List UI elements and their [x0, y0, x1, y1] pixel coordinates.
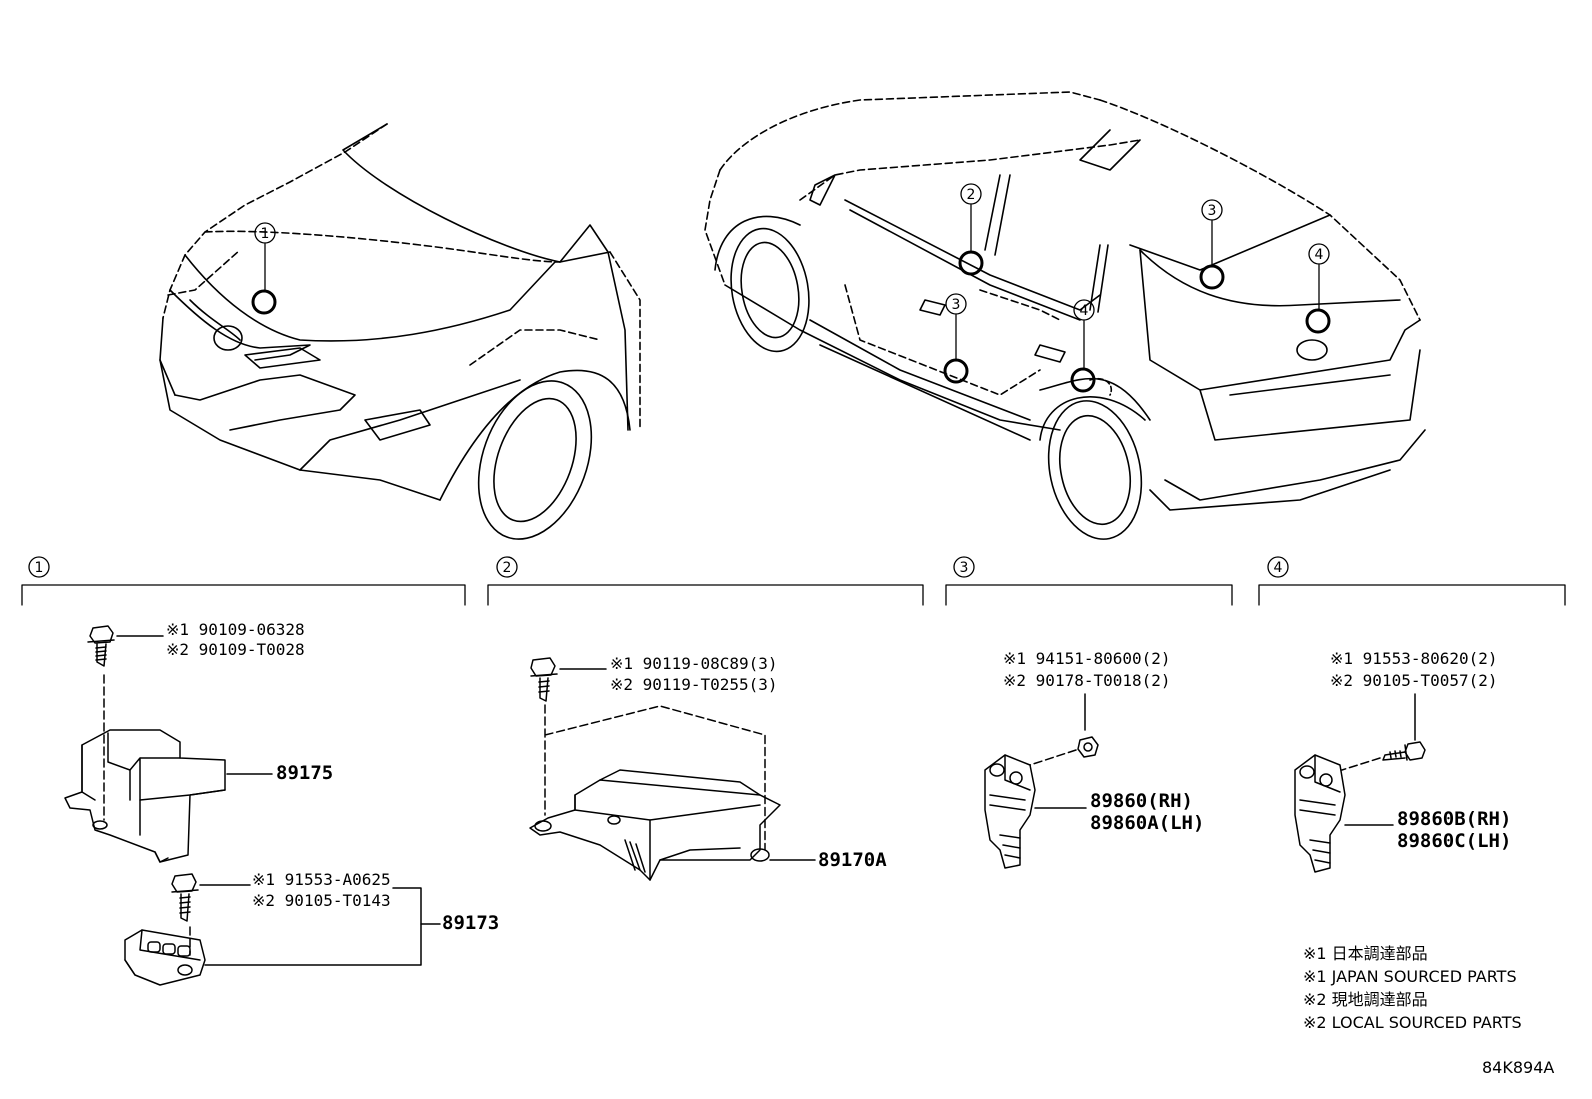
bracket-89175	[64, 729, 226, 863]
bolt-icon	[1382, 741, 1426, 761]
s1-bolt-top-part-1: ※1 90109-06328	[166, 620, 305, 639]
side-sensor-89860B	[1294, 754, 1346, 873]
s4-sensor-rh-part-number: 89860B(RH)	[1397, 808, 1512, 830]
sensor-89173	[124, 929, 206, 986]
callout-numbers: 1 2 3 3 4 4 1 2 3 4	[35, 187, 1324, 576]
section-1-number: 1	[35, 560, 44, 576]
s3-sensor-rh-part-number: 89860(RH)	[1090, 790, 1193, 812]
callout-3b-label: 3	[1208, 203, 1217, 219]
nut-icon	[1077, 736, 1099, 758]
s4-bolt-part-1: ※1 91553-80620(2)	[1330, 649, 1498, 668]
s1-bolt-top-part-2: ※2 90109-T0028	[166, 640, 305, 659]
legend-line-4: ※2 LOCAL SOURCED PARTS	[1303, 1013, 1522, 1032]
section-3-number: 3	[960, 560, 969, 576]
section-1-parts	[64, 625, 441, 986]
airbag-ecu-89170A	[529, 769, 781, 881]
callout-1-label: 1	[261, 226, 270, 242]
s1-bolt-bottom-part-2: ※2 90105-T0143	[252, 891, 391, 910]
bolt-icon	[171, 873, 199, 922]
s3-nut-part-2: ※2 90178-T0018(2)	[1003, 671, 1171, 690]
callout-3a-label: 3	[952, 297, 961, 313]
section-brackets	[21, 556, 1566, 606]
side-sensor-89860	[984, 754, 1036, 869]
figure-id: 84K894A	[1482, 1058, 1555, 1077]
front-vehicle-illustration	[159, 123, 641, 540]
section-2-number: 2	[503, 560, 512, 576]
section-4-parts	[1294, 693, 1426, 873]
s2-ecu-part-number: 89170A	[818, 849, 887, 871]
callout-2-label: 2	[967, 187, 976, 203]
section-3-parts	[984, 693, 1099, 869]
legend-line-3: ※2 現地調達部品	[1303, 990, 1428, 1009]
bolt-icon	[87, 625, 115, 667]
callout-4a-label: 4	[1080, 303, 1089, 319]
section-2-parts	[529, 657, 816, 881]
s3-nut-part-1: ※1 94151-80600(2)	[1003, 649, 1171, 668]
section-4-number: 4	[1274, 560, 1283, 576]
s4-sensor-lh-part-number: 89860C(LH)	[1397, 830, 1512, 852]
s1-sensor-part-number: 89173	[442, 912, 500, 934]
legend-line-2: ※1 JAPAN SOURCED PARTS	[1303, 967, 1517, 986]
s3-sensor-lh-part-number: 89860A(LH)	[1090, 812, 1205, 834]
s4-bolt-part-2: ※2 90105-T0057(2)	[1330, 671, 1498, 690]
callout-4b-label: 4	[1315, 247, 1324, 263]
rear-vehicle-illustration	[704, 91, 1426, 540]
s1-bracket-part-number: 89175	[276, 762, 334, 784]
s2-bolt-part-1: ※1 90119-08C89(3)	[610, 654, 778, 673]
legend-line-1: ※1 日本調達部品	[1303, 944, 1428, 963]
s1-bolt-bottom-part-1: ※1 91553-A0625	[252, 870, 391, 889]
s2-bolt-part-2: ※2 90119-T0255(3)	[610, 675, 778, 694]
bolt-icon	[530, 657, 558, 702]
